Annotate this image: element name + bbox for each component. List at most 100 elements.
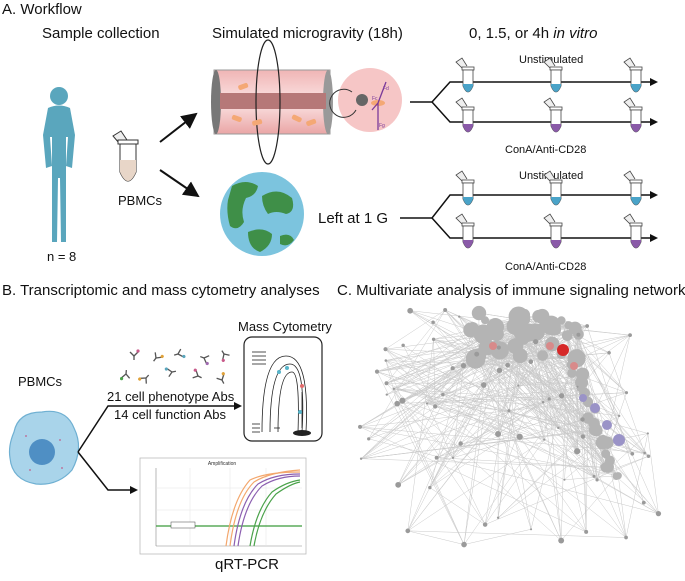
force-label-fd: Fd — [383, 86, 389, 92]
network-node — [628, 333, 632, 338]
pbmc-cell-icon — [8, 410, 80, 485]
unstimulated-tube-icon — [455, 170, 475, 206]
network-node — [384, 381, 389, 386]
network-node — [450, 366, 455, 371]
network-node — [646, 454, 651, 458]
microgravity-heading: Simulated microgravity (18h) — [212, 25, 403, 42]
network-node — [428, 485, 432, 490]
network-node — [392, 387, 396, 390]
unstimulated-tube-icon — [543, 57, 563, 93]
network-node-highlight — [602, 420, 612, 430]
network-node — [496, 345, 501, 350]
sample-collection-heading: Sample collection — [42, 25, 160, 42]
network-node — [367, 437, 371, 441]
network-node — [495, 431, 501, 437]
network-node — [431, 337, 436, 342]
network-node — [433, 404, 438, 409]
force-diagram: Fc Fd Fg — [329, 68, 402, 132]
antibody-icons — [119, 348, 230, 384]
network-node — [401, 343, 405, 348]
network-node — [617, 414, 621, 418]
arrow-to-microgravity — [159, 112, 198, 143]
network-node — [405, 528, 411, 534]
stimulated-tube-icon — [543, 213, 563, 249]
stimulated-tube-icon — [455, 97, 475, 133]
branch-upper — [410, 81, 650, 123]
network-node — [576, 332, 581, 337]
network-node — [533, 339, 539, 345]
network-node — [507, 409, 511, 413]
network-node — [441, 392, 445, 397]
qrt-pcr-label: qRT-PCR — [215, 556, 279, 573]
network-node — [358, 424, 363, 429]
network-node — [496, 367, 503, 374]
stimulated-tube-icon — [543, 97, 563, 133]
force-label-fc: Fc — [372, 96, 378, 102]
unstimulated-tube-icon — [455, 57, 475, 93]
function-abs-label: 14 cell function Abs — [114, 407, 227, 422]
arrow-to-pcr — [77, 451, 130, 491]
network-node — [434, 455, 439, 460]
network-node — [407, 307, 414, 314]
network-node — [383, 347, 388, 352]
network-node — [431, 320, 435, 325]
network-node — [458, 441, 463, 446]
earth-icon — [220, 172, 304, 256]
unstimulated-tube-icon — [623, 170, 643, 206]
network-node — [607, 351, 611, 355]
network-node — [580, 417, 585, 422]
pbmc-cell-label: PBMCs — [18, 374, 63, 389]
network-node — [460, 363, 467, 369]
antibody-icon — [200, 355, 210, 366]
network-node — [624, 391, 629, 395]
network-node — [595, 478, 599, 482]
network-node — [612, 472, 621, 481]
network-node-highlight — [489, 342, 497, 350]
network-node — [547, 397, 551, 401]
stimulated-tube-icon — [455, 213, 475, 249]
pbmc-label: PBMCs — [118, 193, 163, 208]
network-node — [505, 362, 511, 368]
antibody-icon — [221, 350, 230, 362]
network-node-highlight — [557, 344, 569, 356]
network-node — [641, 500, 646, 505]
network-node — [646, 432, 649, 435]
network-node — [532, 309, 546, 323]
branch-lower — [400, 194, 650, 239]
network-node — [643, 451, 646, 455]
network-node — [385, 393, 388, 396]
network-node — [516, 433, 523, 440]
sample-count: n = 8 — [47, 249, 77, 264]
network-node — [451, 456, 455, 459]
network-node — [359, 457, 363, 460]
network-node — [567, 368, 577, 378]
network-node — [574, 448, 581, 455]
network-node — [655, 510, 662, 517]
antibody-icon — [119, 369, 131, 381]
panel-a-title: A. Workflow — [2, 1, 82, 18]
network-node — [564, 321, 573, 330]
network-node — [584, 529, 589, 534]
network-node — [624, 535, 628, 540]
network-node — [474, 351, 480, 357]
force-label-fg: Fg — [379, 123, 385, 129]
network-node — [480, 382, 487, 388]
network-node — [443, 308, 448, 312]
network-node — [517, 309, 530, 322]
stimulated-tube-icon — [623, 213, 643, 249]
ground-label: Left at 1 G — [318, 210, 389, 227]
network-node — [557, 316, 566, 325]
network-node-highlight — [546, 342, 554, 350]
antibody-icon — [138, 374, 150, 384]
mass-cytometry-label: Mass Cytometry — [238, 319, 332, 334]
network-node — [395, 481, 402, 488]
network-node — [576, 385, 579, 388]
network-node — [541, 401, 545, 404]
qpcr-amplification-plot: Amplification — [139, 457, 307, 555]
network-node — [592, 474, 596, 478]
network-node — [561, 330, 573, 341]
network-node — [486, 318, 505, 336]
network-node — [394, 400, 400, 407]
antibody-icon — [216, 372, 225, 384]
